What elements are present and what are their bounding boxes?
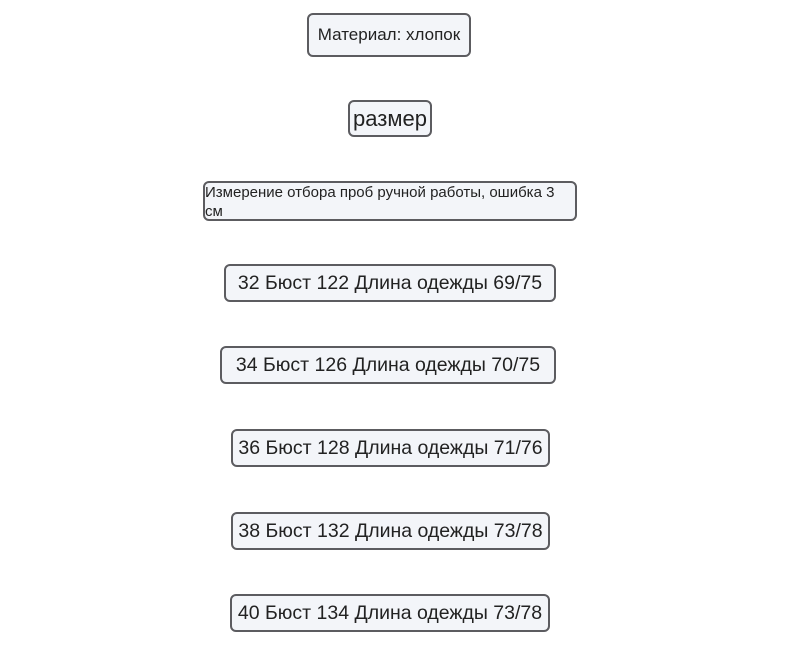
size-row-34: 34 Бюст 126 Длина одежды 70/75 [220,346,556,384]
material-label: Материал: хлопок [307,13,471,57]
size-row-40: 40 Бюст 134 Длина одежды 73/78 [230,594,550,632]
measurement-note-text: Измерение отбора проб ручной работы, оши… [205,184,555,220]
size-row-36: 36 Бюст 128 Длина одежды 71/76 [231,429,550,467]
size-heading: размер [348,100,432,137]
size-row-32: 32 Бюст 122 Длина одежды 69/75 [224,264,556,302]
size-row-38: 38 Бюст 132 Длина одежды 73/78 [231,512,550,550]
measurement-note: Измерение отбора проб ручной работы, оши… [203,181,577,221]
